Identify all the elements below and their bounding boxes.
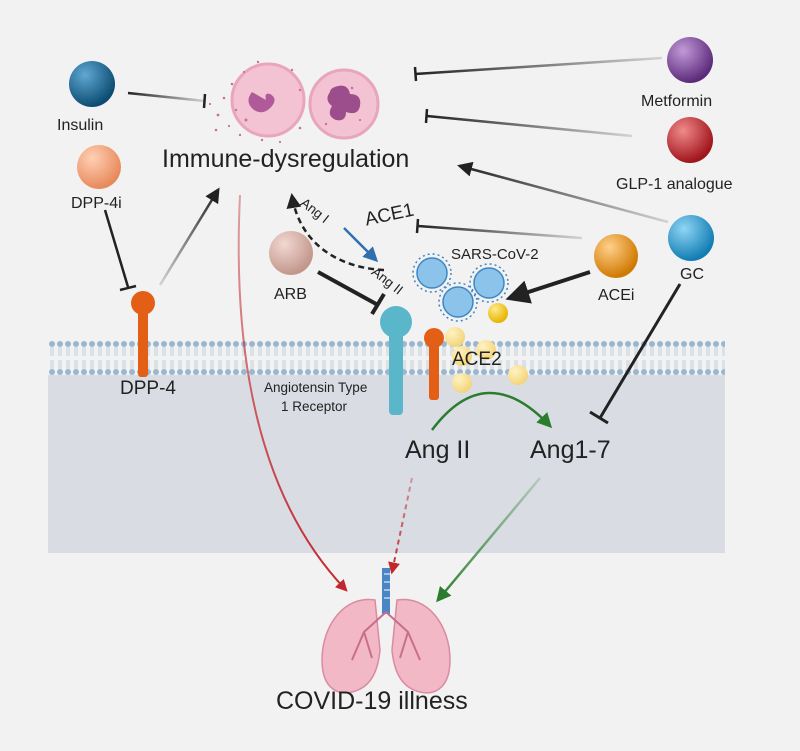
gc-inhibit-bar: [589, 410, 609, 425]
dpp4-receptor: [131, 291, 155, 377]
insulin-inhibit-bar: [202, 93, 207, 109]
insulin-label: Insulin: [57, 117, 104, 134]
glp1-inhibit-bar: [424, 108, 429, 124]
acei-to-virus-arrow: [505, 270, 591, 304]
arb-sphere: [269, 231, 313, 275]
dpp4-label: DPP-4: [120, 378, 176, 399]
lungs-icon: [321, 568, 451, 694]
virus-spikes: [412, 253, 509, 322]
insulin-inhibit-line: [127, 91, 206, 103]
angii-to-covid-dashed-arrow: [388, 477, 413, 575]
dpp4i-sphere: [77, 145, 121, 189]
gc-label: GC: [680, 266, 704, 283]
acei-inhibit-line: [417, 224, 583, 240]
arb-inhibit-line: [317, 270, 379, 307]
acei-label: ACEi: [598, 287, 635, 304]
ang17-to-covid-arrow: [436, 477, 541, 603]
gc-sphere: [668, 215, 714, 261]
metformin-inhibit-bar: [413, 66, 418, 82]
ang2-label: Ang II: [405, 436, 471, 464]
immune-cells: [208, 60, 380, 144]
gc-inhibit-line: [598, 283, 682, 419]
dpp4i-inhibit-line: [103, 209, 130, 288]
immune-to-covid-arrow: [237, 194, 348, 592]
sars-cov-2-label: SARS-CoV-2: [451, 246, 539, 263]
yellow-particles: [445, 303, 528, 393]
glp1-sphere: [667, 117, 713, 163]
neutrophil-dispersing: [208, 60, 306, 144]
angii-to-immune-dashed-arrow: [286, 193, 385, 272]
metformin-sphere: [667, 37, 713, 83]
angii-to-ang17-arrow: [431, 391, 553, 431]
gc-to-immune-arrow: [457, 161, 669, 224]
dpp4-to-immune-arrow: [158, 187, 220, 286]
virus-particles: [416, 257, 505, 318]
glp1-label: GLP-1 analogue: [616, 176, 733, 193]
acei-inhibit-bar: [415, 218, 420, 234]
at1r-label-line2: 1 Receptor: [281, 399, 348, 414]
ang17-label: Ang1-7: [530, 436, 611, 464]
ace2-receptor: [424, 328, 444, 400]
acei-sphere: [594, 234, 638, 278]
at1r-label-line1: Angiotensin Type: [264, 380, 368, 395]
at1-receptor: [380, 306, 412, 415]
immune-dysregulation-label: Immune-dysregulation: [162, 145, 410, 173]
ang1-to-ang2-arrow: [343, 227, 379, 263]
dpp4i-label: DPP-4i: [71, 195, 122, 212]
ace2-label: ACE2: [452, 349, 502, 370]
metformin-label: Metformin: [641, 93, 713, 110]
cell-membrane: [48, 341, 725, 375]
arb-label: ARB: [274, 286, 307, 303]
dpp4i-inhibit-bar: [119, 284, 137, 292]
glp1-inhibit-line: [426, 114, 633, 138]
cell-interior: [48, 375, 725, 553]
metformin-inhibit-line: [414, 56, 663, 76]
covid-illness-label: COVID-19 illness: [276, 687, 468, 715]
insulin-sphere: [69, 61, 115, 107]
neutrophil: [308, 68, 380, 140]
arb-inhibit-bar: [370, 292, 386, 316]
